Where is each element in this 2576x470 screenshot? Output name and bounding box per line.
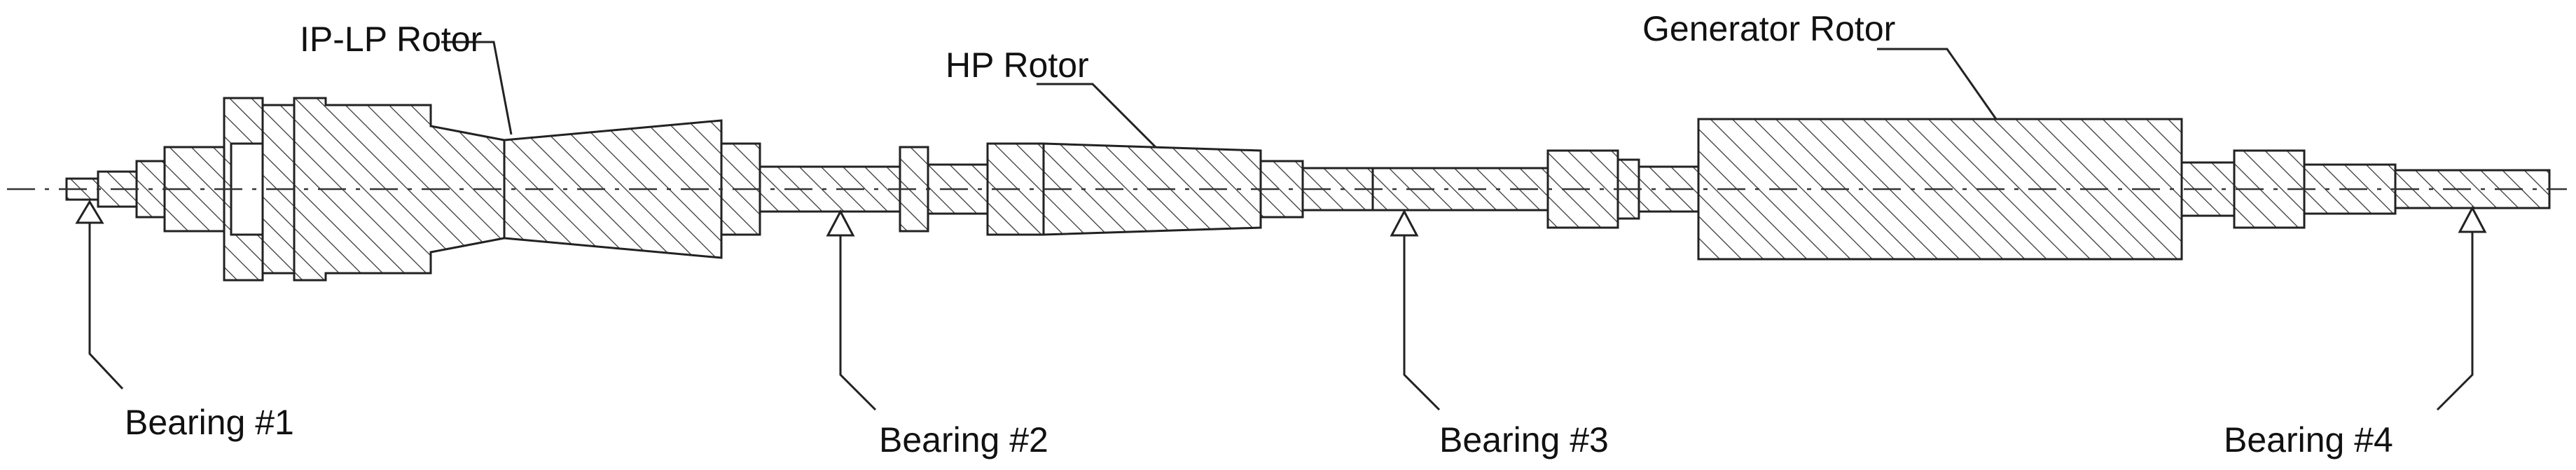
bearing-4-label: Bearing #4 xyxy=(2224,420,2393,459)
bearing-4 xyxy=(2436,205,2487,411)
bearing-3 xyxy=(1390,209,1441,411)
rotor-shaft xyxy=(65,97,2551,282)
bearing-4-icon xyxy=(2458,205,2487,233)
hp-rotor-leader xyxy=(1037,83,1157,148)
hp-rotor-label: HP Rotor xyxy=(946,46,1089,85)
bearing-2-icon xyxy=(826,209,855,237)
generator-rotor-leader xyxy=(1877,48,1997,120)
bearing-4-leader xyxy=(2436,232,2474,411)
ip-lp-rotor-label: IP-LP Rotor xyxy=(300,20,482,59)
bearing-3-icon xyxy=(1390,209,1419,237)
bearing-1 xyxy=(75,200,124,390)
bearing-2-leader xyxy=(839,235,877,411)
ip-lp-taper xyxy=(503,119,723,259)
bearing-3-leader xyxy=(1403,235,1441,411)
bearing-2 xyxy=(826,209,877,411)
bearing-1-leader xyxy=(88,223,124,390)
ip-lp-rotor-leader xyxy=(441,41,513,135)
shaft-segment xyxy=(759,165,901,213)
bearing-2-label: Bearing #2 xyxy=(879,420,1048,459)
bearing-3-label: Bearing #3 xyxy=(1439,420,1609,459)
bearing-1-label: Bearing #1 xyxy=(125,403,294,442)
generator-rotor-label: Generator Rotor xyxy=(1642,9,1895,48)
